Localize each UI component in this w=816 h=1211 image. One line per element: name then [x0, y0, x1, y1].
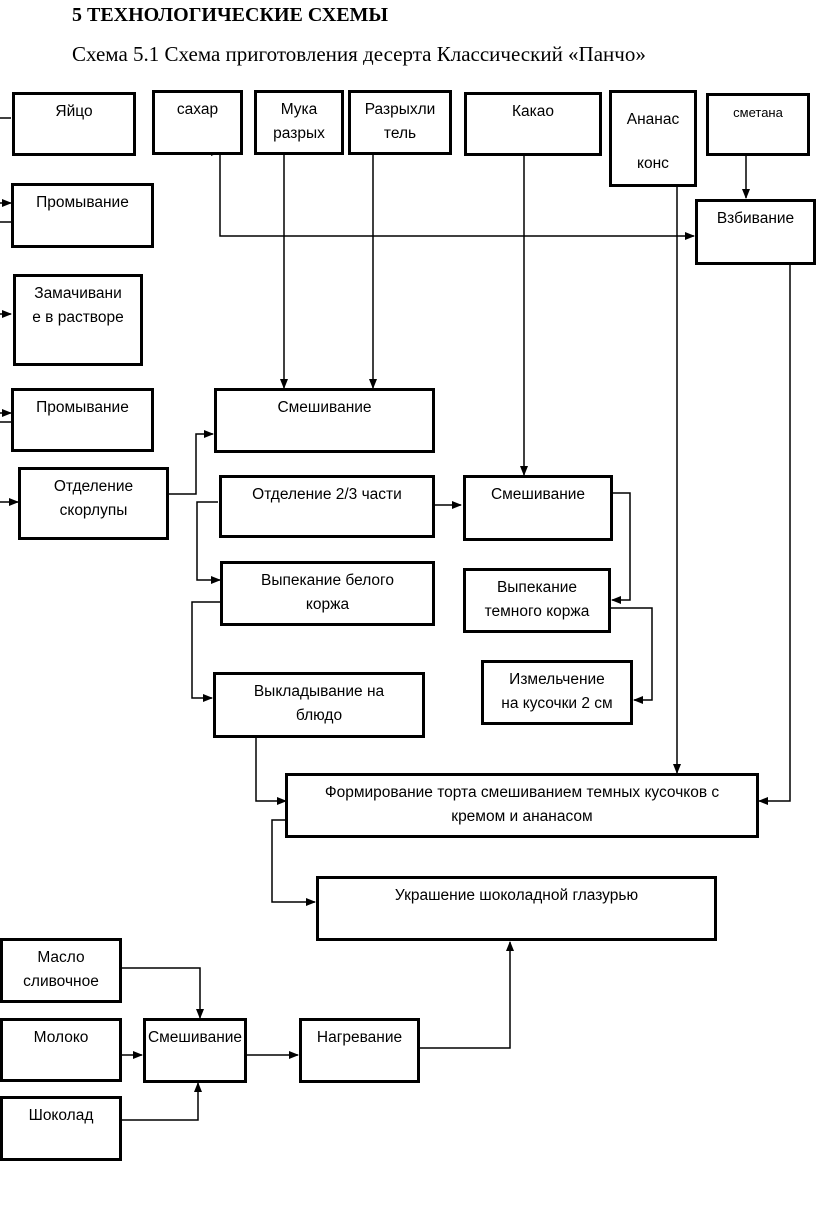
box-mixing-1: Смешивание	[214, 388, 435, 453]
box-butter: Масло сливочное	[0, 938, 122, 1003]
box-mixing-3: Смешивание	[143, 1018, 247, 1083]
butter-to-mixing3-arrow	[120, 967, 204, 1019]
separate-to-bakingwhite-arrow	[196, 501, 221, 584]
box-sugar: сахар	[152, 90, 243, 155]
box-baking-white: Выпекание белого коржа	[220, 561, 435, 626]
box-mixing-2: Смешивание	[463, 475, 613, 541]
heating-to-decoration-arrow	[420, 941, 514, 1049]
box-heating: Нагревание	[299, 1018, 420, 1083]
sourcream-to-whipping-arrow	[742, 149, 750, 199]
box-separate-two-thirds: Отделение 2/3 части	[219, 475, 435, 538]
box-cake-forming: Формирование торта смешиванием темных ку…	[285, 773, 759, 838]
box-shell-removal: Отделение скорлупы	[18, 467, 169, 540]
page-title: 5 ТЕХНОЛОГИЧЕСКИЕ СХЕМЫ	[72, 4, 389, 26]
box-baking-dark: Выпекание темного коржа	[463, 568, 611, 633]
box-chocolate: Шоколад	[0, 1096, 122, 1161]
forming-to-decoration-arrow	[271, 819, 316, 906]
whipping-to-forming-arrow	[758, 265, 791, 805]
mixing2-to-bakingdark-arrow	[611, 492, 631, 604]
box-washing-2: Промывание	[11, 388, 154, 452]
box-whipping: Взбивание	[695, 199, 816, 265]
shell-to-mixing-arrow	[168, 430, 214, 495]
box-soaking: Замачивани е в растворе	[13, 274, 143, 366]
sugar-to-whipping-arrow	[219, 155, 695, 240]
scheme-caption: Схема 5.1 Схема приготовления десерта Кл…	[72, 42, 646, 66]
box-laying-out: Выкладывание на блюдо	[213, 672, 425, 738]
box-cocoa: Какао	[464, 92, 602, 156]
bakingwhite-to-layout-arrow	[191, 601, 220, 702]
box-milk: Молоко	[0, 1018, 122, 1082]
layout-to-forming-arrow	[255, 738, 287, 805]
chocolate-to-mixing3-arrow	[122, 1082, 202, 1121]
box-sour-cream: сметана	[706, 93, 810, 156]
box-egg: Яйцо	[12, 92, 136, 156]
box-chocolate-glaze-decoration: Украшение шоколадной глазурью	[316, 876, 717, 941]
box-baking-powder: Разрыхли тель	[348, 90, 452, 155]
box-flour: Мука разрых	[254, 90, 344, 155]
box-chopping: Измельчение на кусочки 2 см	[481, 660, 633, 725]
bakingdark-to-chopping-arrow	[610, 607, 653, 704]
box-pineapple: Ананас конс	[609, 90, 697, 187]
box-washing-1: Промывание	[11, 183, 154, 248]
